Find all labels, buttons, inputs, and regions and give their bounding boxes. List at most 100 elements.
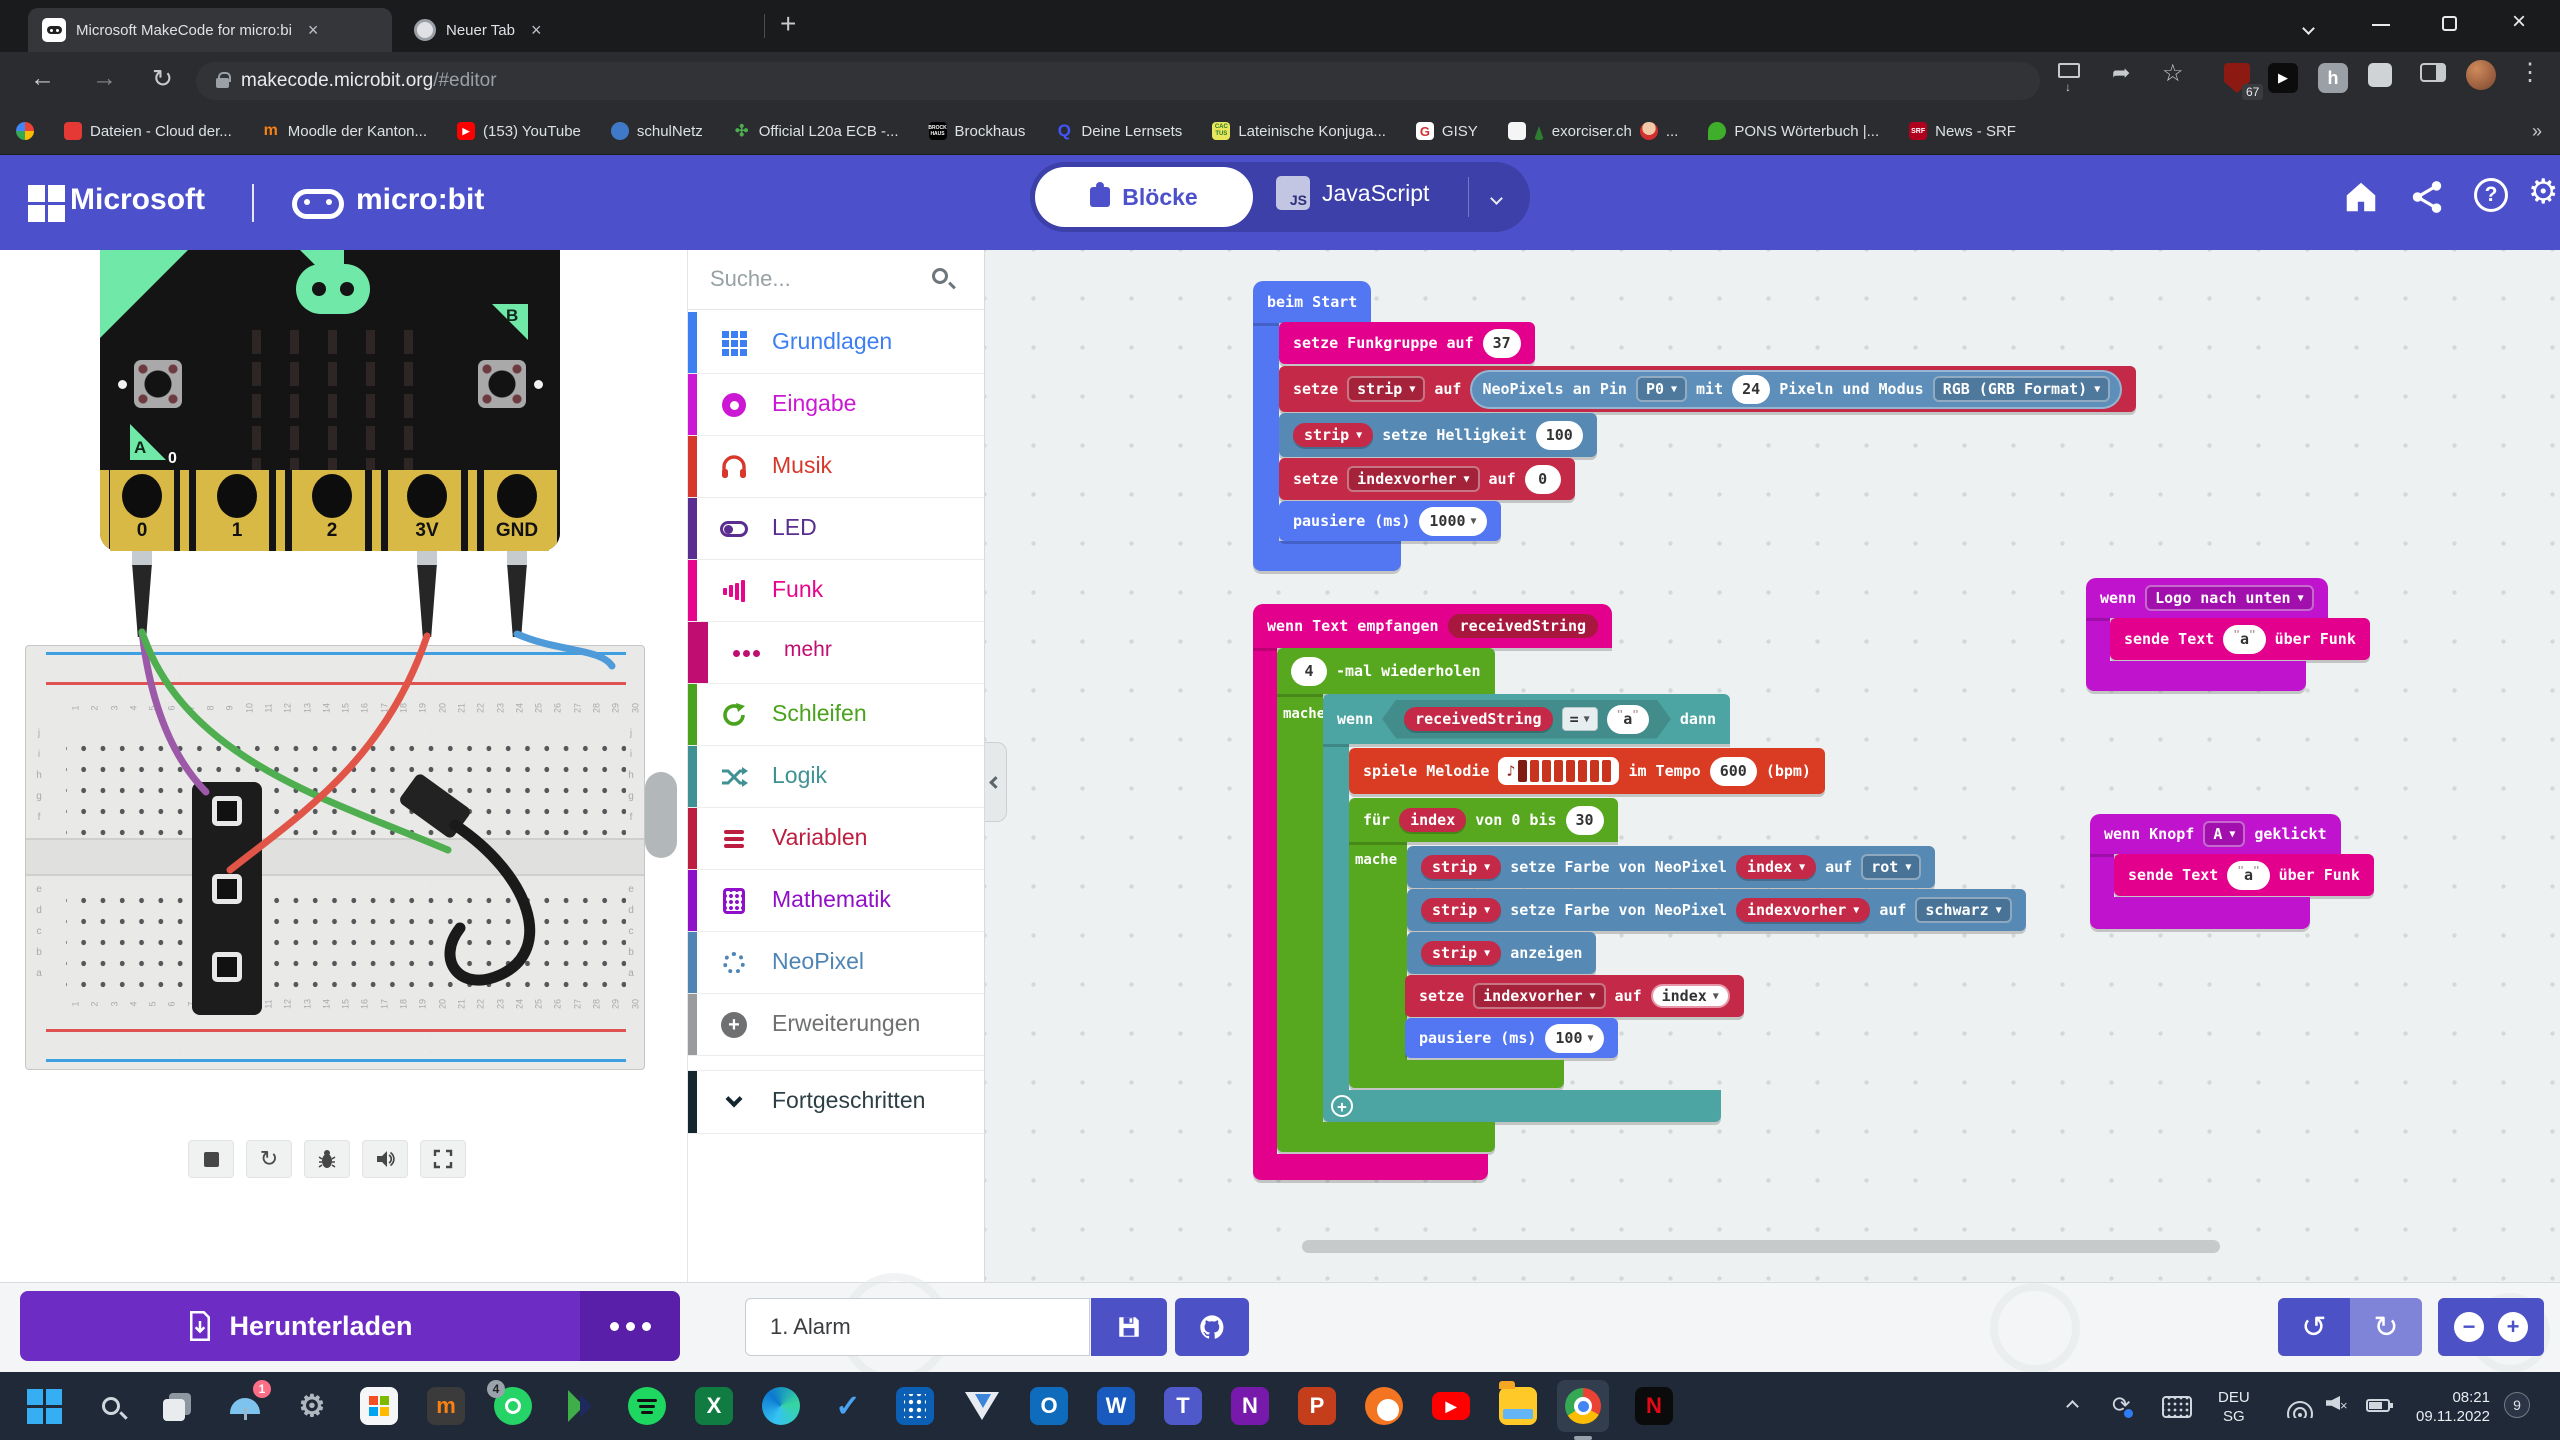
- taskbar-drive-icon[interactable]: [960, 1384, 1004, 1428]
- variable-dropdown[interactable]: indexvorher▼: [1473, 983, 1606, 1009]
- button-b[interactable]: [478, 360, 526, 408]
- category-musik[interactable]: Musik: [688, 436, 984, 498]
- taskbar-excel-icon[interactable]: X: [692, 1384, 736, 1428]
- taskbar-store-icon[interactable]: [357, 1384, 401, 1428]
- block-pause-100[interactable]: pausiere (ms) 100▼: [1405, 1018, 1618, 1058]
- led-matrix[interactable]: [252, 330, 413, 482]
- pin-3v[interactable]: 3V: [395, 470, 459, 551]
- tray-keyboard-icon[interactable]: [2162, 1396, 2192, 1418]
- new-tab-button[interactable]: +: [780, 8, 797, 39]
- bookmark-item[interactable]: Dateien - Cloud der...: [64, 122, 232, 140]
- download-options-button[interactable]: [580, 1291, 680, 1361]
- pin-socket-component[interactable]: [192, 782, 262, 1015]
- color-dropdown[interactable]: schwarz▼: [1915, 897, 2012, 923]
- horizontal-scrollbar[interactable]: [1302, 1240, 2220, 1253]
- window-menu-icon[interactable]: [2302, 20, 2315, 38]
- github-button[interactable]: [1175, 1298, 1249, 1356]
- taskbar-word-icon[interactable]: W: [1094, 1384, 1138, 1428]
- value-input[interactable]: 24: [1732, 374, 1771, 404]
- pin-1[interactable]: 1: [205, 470, 269, 551]
- color-dropdown[interactable]: rot▼: [1861, 854, 1922, 880]
- pin-2[interactable]: 2: [300, 470, 364, 551]
- category-grundlagen[interactable]: Grundlagen: [688, 312, 984, 374]
- restart-button[interactable]: ↻: [246, 1140, 292, 1178]
- toggle-dropdown-icon[interactable]: [1490, 190, 1503, 208]
- bookmark-item[interactable]: PONS Wörterbuch |...: [1708, 122, 1879, 140]
- download-button[interactable]: Herunterladen: [20, 1291, 580, 1361]
- menu-dots-icon[interactable]: ⋮: [2518, 59, 2542, 86]
- sound-button[interactable]: [362, 1140, 408, 1178]
- taskbar-whatsapp-icon[interactable]: 4: [487, 1380, 535, 1428]
- value-input[interactable]: 600: [1709, 756, 1757, 786]
- reload-icon[interactable]: ↻: [152, 65, 173, 93]
- taskbar-crunchyroll-icon[interactable]: [1362, 1384, 1406, 1428]
- category-logik[interactable]: Logik: [688, 746, 984, 808]
- button-dropdown[interactable]: A▼: [2203, 821, 2246, 847]
- taskbar-edge-icon[interactable]: [759, 1384, 803, 1428]
- operator-dropdown[interactable]: =▼: [1562, 707, 1598, 731]
- block-set-color-prev[interactable]: strip▼ setze Farbe von NeoPixel indexvor…: [1407, 889, 2026, 931]
- taskbar-teams-icon[interactable]: T: [1161, 1384, 1205, 1428]
- tab-new-tab[interactable]: Neuer Tab ×: [400, 8, 758, 52]
- project-name-input[interactable]: 1. Alarm: [745, 1298, 1090, 1356]
- tray-wifi-icon[interactable]: [2286, 1398, 2314, 1418]
- string-input[interactable]: a: [2227, 860, 2270, 890]
- tray-update-icon[interactable]: ⟳: [2112, 1392, 2134, 1418]
- search-box[interactable]: Suche...: [688, 250, 984, 310]
- block-set-indexvorher-0[interactable]: setze indexvorher▼ auf 0: [1279, 458, 1575, 500]
- category-variablen[interactable]: Variablen: [688, 808, 984, 870]
- block-neopixel-create[interactable]: NeoPixels an Pin P0▼ mit 24 Pixeln und M…: [1470, 369, 2123, 409]
- button-a[interactable]: [134, 360, 182, 408]
- toolbox-collapse-handle[interactable]: [985, 742, 1007, 822]
- pin-0[interactable]: 0: [110, 470, 174, 551]
- close-button[interactable]: ×: [2512, 8, 2527, 35]
- gesture-dropdown[interactable]: Logo nach unten▼: [2145, 585, 2314, 611]
- variable-pill[interactable]: receivedString: [1404, 707, 1552, 731]
- taskbar-start-button[interactable]: [22, 1384, 66, 1428]
- tray-expand-icon[interactable]: [2066, 1398, 2079, 1416]
- help-icon[interactable]: ?: [2474, 178, 2508, 212]
- profile-avatar[interactable]: [2466, 60, 2496, 90]
- category-schleifen[interactable]: Schleifen: [688, 684, 984, 746]
- block-set-indexvorher-index[interactable]: setze indexvorher▼ auf index▼: [1405, 975, 1744, 1017]
- sidebar-icon[interactable]: [2420, 63, 2446, 82]
- taskbar-app-icon[interactable]: [558, 1384, 602, 1428]
- save-button[interactable]: [1091, 1298, 1167, 1356]
- value-input[interactable]: 37: [1482, 328, 1521, 358]
- strip-dropdown[interactable]: strip▼: [1293, 423, 1374, 447]
- microbit-touch-logo[interactable]: [296, 264, 370, 314]
- taskbar-youtube-icon[interactable]: ▶: [1429, 1384, 1473, 1428]
- blocks-toggle-button[interactable]: Blöcke: [1035, 167, 1253, 227]
- back-icon[interactable]: ←: [30, 64, 55, 92]
- extensions-puzzle-icon[interactable]: [2368, 63, 2392, 87]
- value-input[interactable]: 100: [1535, 420, 1583, 450]
- fullscreen-button[interactable]: [420, 1140, 466, 1178]
- bookmark-star-icon[interactable]: ☆: [2162, 60, 2184, 87]
- taskbar-taskview-icon[interactable]: [156, 1384, 200, 1428]
- tab-close-icon[interactable]: ×: [530, 19, 542, 40]
- taskbar-moodle-icon[interactable]: m: [424, 1384, 468, 1428]
- pin-dropdown[interactable]: P0▼: [1635, 376, 1688, 402]
- block-set-color-index[interactable]: strip▼ setze Farbe von NeoPixel index▼ a…: [1407, 846, 1936, 888]
- taskbar-explorer-icon[interactable]: [1496, 1381, 1540, 1428]
- redo-button[interactable]: ↻: [2350, 1298, 2422, 1356]
- home-icon[interactable]: [2342, 178, 2380, 216]
- value-dropdown[interactable]: index▼: [1650, 984, 1730, 1008]
- strip-dropdown[interactable]: strip▼: [1421, 898, 1502, 922]
- bookmark-item[interactable]: ✣Official L20a ECB -...: [733, 122, 899, 141]
- category-mathematik[interactable]: Mathematik: [688, 870, 984, 932]
- debug-button[interactable]: [304, 1140, 350, 1178]
- google-bookmark-icon[interactable]: [16, 122, 34, 140]
- stop-button[interactable]: [188, 1140, 234, 1178]
- block-strip-show[interactable]: strip▼ anzeigen: [1407, 932, 1597, 974]
- tray-mute-icon[interactable]: ×: [2326, 1396, 2348, 1415]
- settings-gear-icon[interactable]: ⚙: [2528, 173, 2559, 211]
- taskbar-onenote-icon[interactable]: N: [1228, 1384, 1272, 1428]
- taskbar-todo-icon[interactable]: ✓: [835, 1389, 861, 1423]
- index-dropdown[interactable]: indexvorher▼: [1735, 898, 1871, 922]
- block-on-logo-down[interactable]: wenn Logo nach unten▼: [2086, 578, 2328, 618]
- bookmarks-overflow-icon[interactable]: »: [2531, 120, 2542, 141]
- tray-battery-icon[interactable]: [2366, 1399, 2393, 1412]
